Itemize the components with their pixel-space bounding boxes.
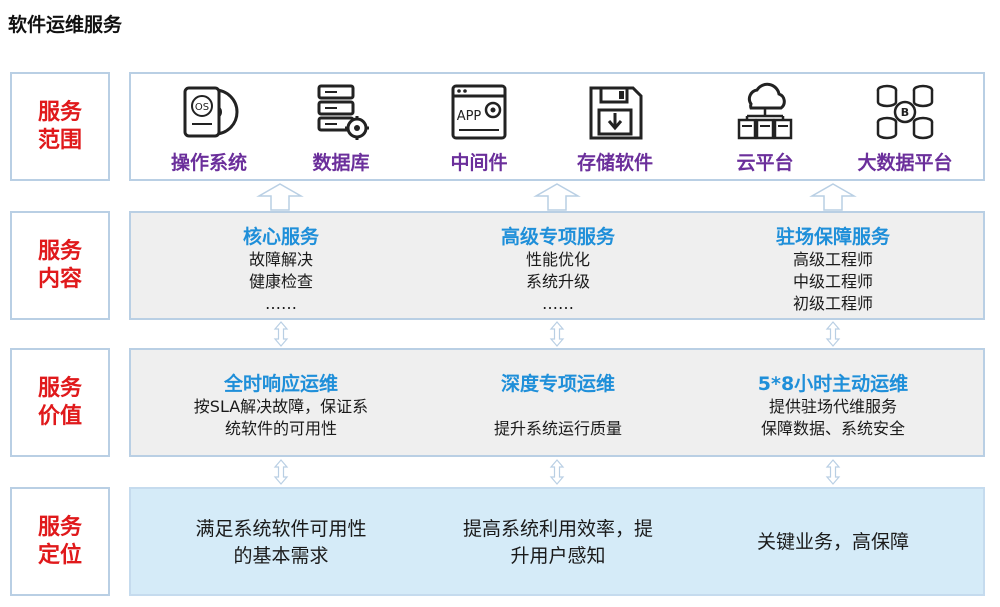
page-title: 软件运维服务: [8, 14, 123, 36]
value-box: 全时响应运维 按SLA解决故障，保证系 统软件的可用性 深度专项运维 提升系统运…: [129, 348, 985, 457]
scope-item-label: 数据库: [312, 152, 370, 174]
position-col-critical: 关键业务，高保障: [703, 529, 963, 556]
scope-item-label: 操作系统: [170, 152, 247, 174]
double-arrow-icon: [549, 321, 565, 347]
row-label-line: 价值: [37, 403, 82, 429]
column-line: 提升系统运行质量: [493, 419, 622, 438]
column-line: 统软件的可用性: [224, 419, 337, 438]
column-line: 保障数据、系统安全: [760, 419, 905, 438]
position-line: 升用户感知: [510, 545, 606, 567]
column-line: 中级工程师: [792, 272, 873, 291]
value-col-deep: 深度专项运维 提升系统运行质量: [428, 372, 688, 440]
row-label-line: 服务: [37, 238, 82, 264]
scope-item-os: OS 操作系统: [139, 80, 279, 175]
column-head: 全时响应运维: [223, 373, 338, 395]
double-arrow-icon: [273, 321, 289, 347]
column-line: 性能优化: [525, 250, 590, 269]
row-label-line: 范围: [37, 127, 82, 153]
database-server-icon: [317, 84, 369, 140]
up-arrow-icon: [533, 183, 581, 211]
svg-text:APP: APP: [457, 109, 482, 124]
double-arrow-icon: [273, 459, 289, 485]
double-arrow-icon: [825, 321, 841, 347]
position-col-efficiency: 提高系统利用效率，提 升用户感知: [428, 516, 688, 570]
content-col-core: 核心服务 故障解决 健康检查 ……: [151, 225, 411, 315]
cloud-network-icon: [737, 82, 793, 140]
row-label-position: 服务 定位: [10, 487, 110, 596]
column-line: 提供驻场代维服务: [768, 397, 897, 416]
scope-item-database: 数据库: [271, 80, 411, 175]
column-line: 初级工程师: [792, 294, 873, 313]
svg-text:OS: OS: [195, 102, 209, 113]
os-disc-icon: OS: [183, 86, 239, 138]
scope-item-middleware: APP 中间件: [409, 80, 549, 175]
content-col-advanced: 高级专项服务 性能优化 系统升级 ……: [428, 225, 688, 315]
column-head: 深度专项运维: [500, 373, 615, 395]
column-line: 系统升级: [525, 272, 590, 291]
scope-box: OS 操作系统 数据库 APP: [129, 72, 985, 181]
scope-item-label: 中间件: [450, 152, 508, 174]
up-arrow-icon: [256, 183, 304, 211]
column-line: 健康检查: [248, 272, 313, 291]
row-label-line: 服务: [37, 375, 82, 401]
column-head: 驻场保障服务: [775, 226, 890, 248]
column-head: 5*8小时主动运维: [757, 373, 909, 395]
row-label-line: 服务: [37, 99, 82, 125]
svg-text:B: B: [901, 106, 909, 119]
scope-item-storage: 存储软件: [545, 80, 685, 175]
column-head: 高级专项服务: [500, 226, 615, 248]
position-col-basic: 满足系统软件可用性 的基本需求: [151, 516, 411, 570]
row-label-value: 服务 价值: [10, 348, 110, 457]
scope-item-label: 大数据平台: [857, 152, 953, 174]
row-label-scope: 服务 范围: [10, 72, 110, 181]
row-label-line: 定位: [37, 542, 82, 568]
scope-item-cloud: 云平台: [695, 80, 835, 175]
scope-item-label: 云平台: [736, 152, 794, 174]
value-col-proactive: 5*8小时主动运维 提供驻场代维服务 保障数据、系统安全: [703, 372, 963, 440]
row-label-line: 内容: [37, 266, 82, 292]
column-line: 故障解决: [248, 250, 313, 269]
app-window-icon: APP: [451, 84, 507, 140]
position-line: 满足系统软件可用性: [195, 518, 367, 540]
column-head: 核心服务: [242, 226, 319, 248]
position-line: 关键业务，高保障: [756, 531, 909, 553]
position-line: 的基本需求: [233, 545, 329, 567]
row-label-content: 服务 内容: [10, 211, 110, 320]
storage-floppy-icon: [589, 86, 643, 140]
column-line: ……: [265, 294, 297, 313]
scope-item-bigdata: B 大数据平台: [835, 80, 975, 175]
content-col-onsite: 驻场保障服务 高级工程师 中级工程师 初级工程师: [703, 225, 963, 315]
position-line: 提高系统利用效率，提: [462, 518, 653, 540]
double-arrow-icon: [549, 459, 565, 485]
big-data-icon: B: [876, 84, 934, 140]
double-arrow-icon: [825, 459, 841, 485]
value-col-fulltime: 全时响应运维 按SLA解决故障，保证系 统软件的可用性: [151, 372, 411, 440]
column-line: ……: [542, 294, 574, 313]
content-box: 核心服务 故障解决 健康检查 …… 高级专项服务 性能优化 系统升级 …… 驻场…: [129, 211, 985, 320]
column-line: 高级工程师: [792, 250, 873, 269]
up-arrow-icon: [809, 183, 857, 211]
position-box: 满足系统软件可用性 的基本需求 提高系统利用效率，提 升用户感知 关键业务，高保…: [129, 487, 985, 596]
column-line: 按SLA解决故障，保证系: [193, 397, 369, 416]
row-label-line: 服务: [37, 514, 82, 540]
scope-item-label: 存储软件: [576, 152, 653, 174]
